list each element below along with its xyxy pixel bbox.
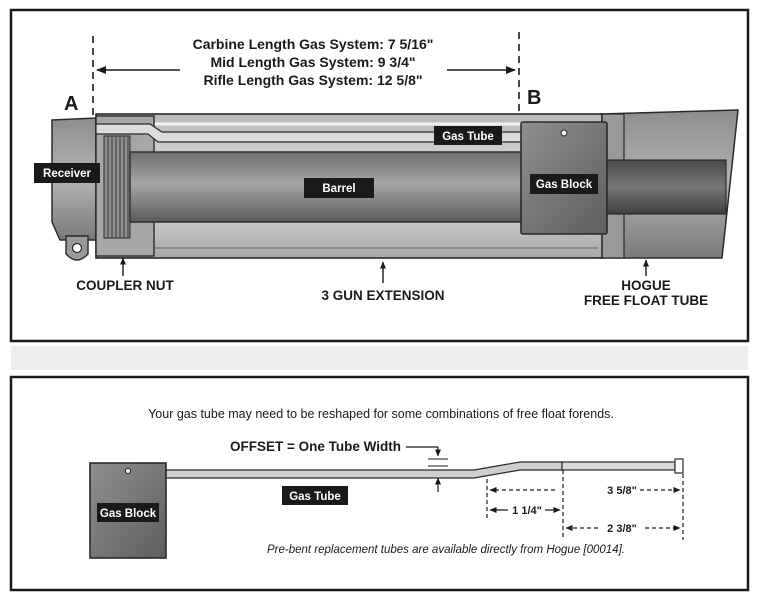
gas-block-bottom-pin-hole (124, 467, 132, 475)
gas-block-tag-bg (530, 174, 598, 194)
replacement-footnote: Pre-bent replacement tubes are available… (267, 544, 625, 556)
gun-extension-callout: 3 GUN EXTENSION (321, 288, 444, 303)
hogue-callout-line2: FREE FLOAT TUBE (584, 293, 708, 308)
gas-block-tag: Gas Block (536, 179, 593, 191)
barrel-tag: Barrel (322, 183, 355, 195)
gas-length-mid: Mid Length Gas System: 9 3/4" (210, 54, 415, 70)
dim-1-1-4: 1 1/4" (512, 505, 542, 517)
gas-tube-bottom-tag: Gas Tube (289, 491, 341, 503)
separator-band (11, 346, 748, 370)
dim-2-3-8: 2 3/8" (607, 523, 637, 535)
gas-tube-straight-end (561, 461, 676, 471)
gas-tube-bottom-tag-bg (282, 486, 348, 505)
gas-block-bottom-tag-bg (97, 503, 159, 522)
coupler-nut-callout: COUPLER NUT (76, 278, 174, 293)
point-b-label: B (527, 87, 541, 109)
receiver-tag: Receiver (43, 168, 91, 180)
receiver-lug-hole (71, 242, 83, 254)
receiver-tag-bg (34, 163, 100, 183)
gas-tube-tag: Gas Tube (442, 131, 494, 143)
gas-tube-tag-bg (434, 126, 502, 145)
gas-block-pin-hole (560, 129, 568, 137)
gas-length-rifle: Rifle Length Gas System: 12 5/8" (203, 72, 422, 88)
gas-tube-tip (674, 458, 684, 474)
barrel-tag-bg (304, 178, 374, 198)
dim-3-5-8: 3 5/8" (607, 485, 637, 497)
point-a-label: A (64, 93, 78, 115)
barrel-extension-right (599, 159, 727, 215)
offset-label: OFFSET = One Tube Width (230, 439, 401, 454)
reshape-intro: Your gas tube may need to be reshaped fo… (148, 407, 614, 421)
hogue-callout-line1: HOGUE (621, 278, 671, 293)
gas-block-bottom-tag: Gas Block (100, 508, 157, 520)
coupler-thread-lines (107, 136, 129, 238)
gas-length-carbine: Carbine Length Gas System: 7 5/16" (193, 36, 434, 52)
